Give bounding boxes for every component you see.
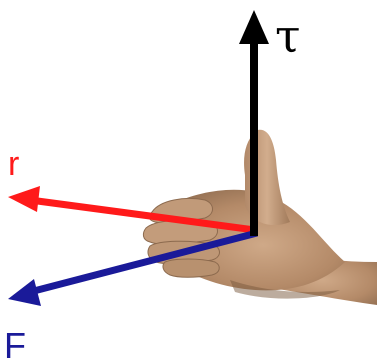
- torque-label: τ: [275, 9, 300, 63]
- hand-finger-4: [163, 259, 219, 277]
- f-label: F: [4, 325, 26, 364]
- r-label: r: [8, 145, 19, 183]
- f-vector-arrowhead: [8, 279, 41, 306]
- torque-vector-arrowhead: [239, 10, 269, 44]
- r-vector-arrowhead: [8, 186, 40, 212]
